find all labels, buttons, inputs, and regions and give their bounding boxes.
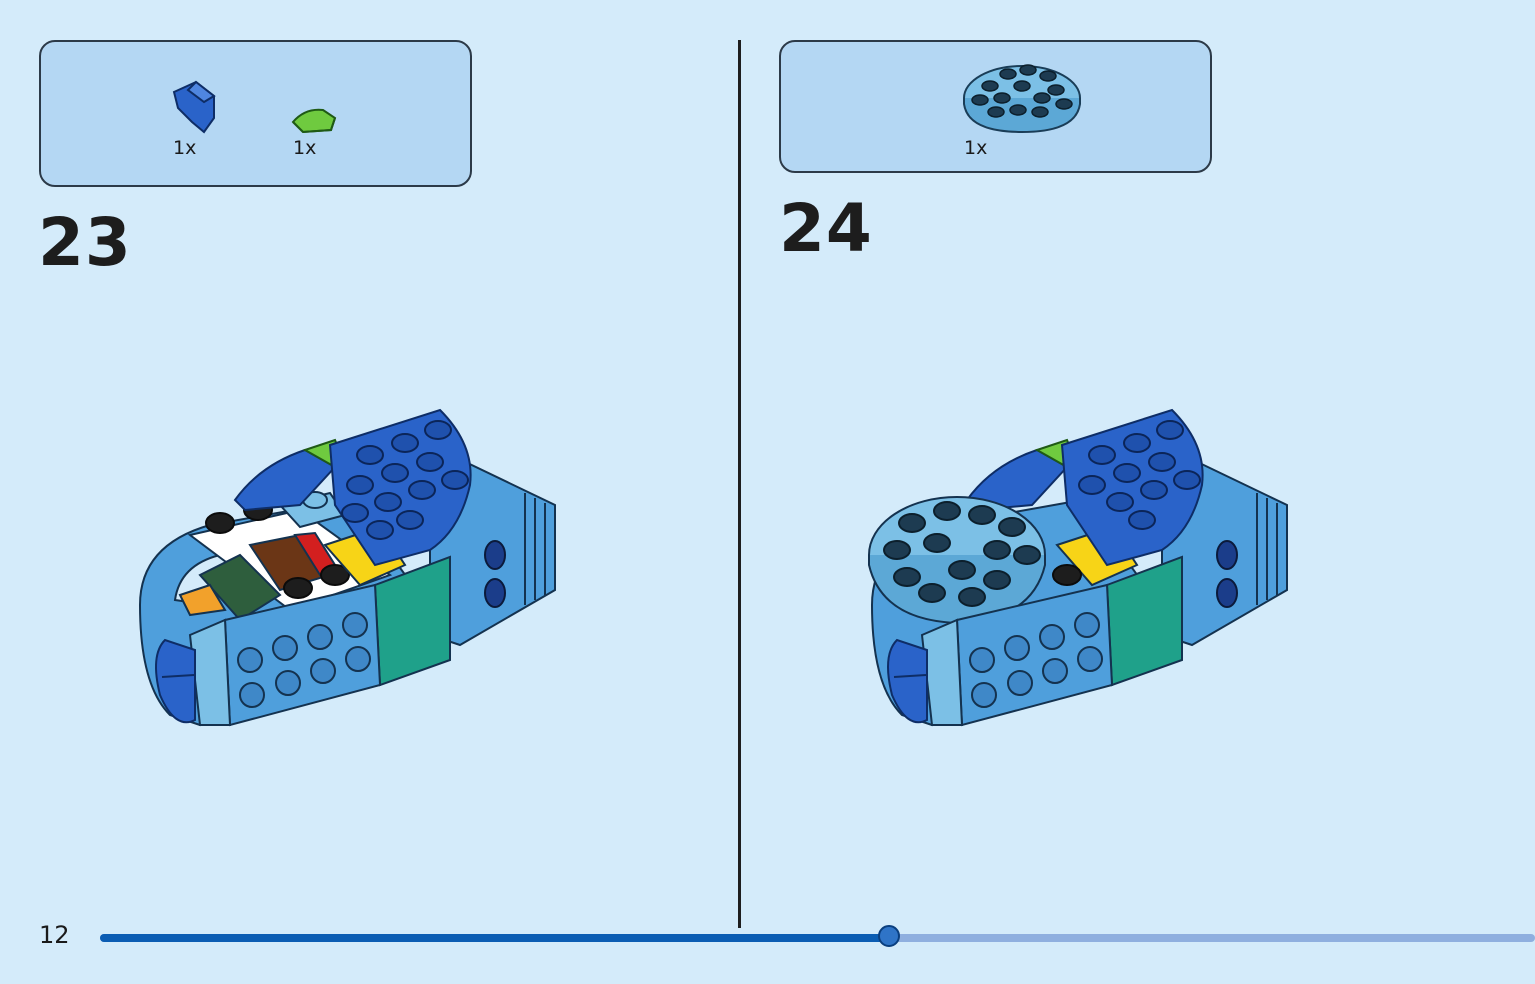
step-23-number: 23 xyxy=(38,204,132,281)
step-24-model-illustration xyxy=(868,408,1288,727)
page-number: 12 xyxy=(39,921,70,949)
step-23-part-1-quantity: 1x xyxy=(173,137,197,159)
progress-fill xyxy=(100,934,889,942)
progress-knob-icon[interactable] xyxy=(878,925,900,947)
step-24-number: 24 xyxy=(779,190,873,267)
progress-bar xyxy=(100,925,1535,947)
blue-wedge-slope-icon xyxy=(172,80,216,134)
step-23-parts-callout xyxy=(39,40,472,187)
step-23-model-illustration xyxy=(138,408,556,727)
step-24-part-1-quantity: 1x xyxy=(964,137,988,159)
page-divider xyxy=(738,40,741,928)
green-curved-tile-icon xyxy=(291,108,337,134)
light-blue-round-plate-icon xyxy=(963,64,1081,134)
step-23-part-2-quantity: 1x xyxy=(293,137,317,159)
